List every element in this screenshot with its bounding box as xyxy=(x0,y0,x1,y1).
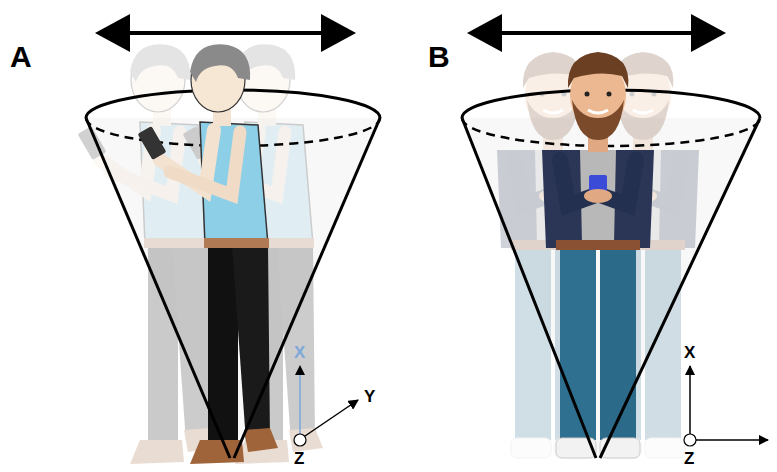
axis-label: Z xyxy=(294,450,304,467)
sway-arrow xyxy=(473,31,720,35)
arrow-head xyxy=(691,14,726,52)
cone-side xyxy=(600,118,760,458)
axis-label: Y xyxy=(364,388,375,405)
sway-arrow xyxy=(100,31,350,35)
cone-side xyxy=(86,118,230,458)
axis-z xyxy=(684,434,696,446)
axis-y xyxy=(305,400,358,436)
axis-label: X xyxy=(684,344,695,361)
ghost-figures xyxy=(497,52,699,458)
ghost-figures xyxy=(78,44,323,464)
axis-y xyxy=(696,439,768,441)
axis-label: X xyxy=(294,344,305,361)
person-front xyxy=(542,52,654,458)
axis-label: Z xyxy=(684,450,694,467)
panel-label: A xyxy=(10,42,32,72)
cone-side xyxy=(462,118,596,458)
arrow-head xyxy=(467,14,502,52)
axis-x xyxy=(299,366,301,434)
arrow-head xyxy=(321,14,356,52)
panel-label: B xyxy=(428,42,450,72)
axis-x xyxy=(689,366,691,434)
arrow-head xyxy=(95,14,130,52)
cone-side xyxy=(234,118,380,458)
axis-z xyxy=(294,434,306,446)
